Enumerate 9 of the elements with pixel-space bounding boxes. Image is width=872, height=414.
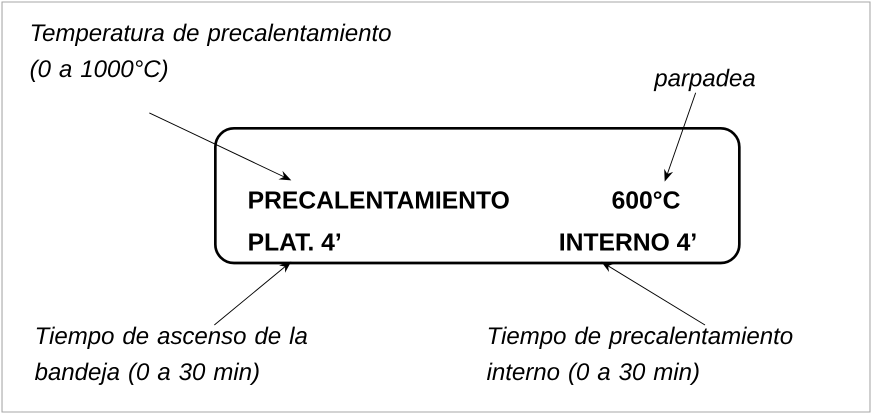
display-text: INTERNO 4’ <box>560 233 696 251</box>
callout-text: parpadea <box>654 68 755 92</box>
display-box <box>214 127 741 264</box>
display-text: 600°C <box>612 191 680 209</box>
display-text: PRECALENTAMIENTO <box>249 191 509 209</box>
callout-text: Temperatura de precalentamiento (0 a 1000°C) <box>30 24 391 82</box>
display-text: PLAT. 4’ <box>249 234 340 250</box>
callout-text: Tiempo de ascenso de la bandeja (0 a 30 min) <box>34 326 307 385</box>
callout-text: Tiempo de precalentamiento interno (0 a 30 min) <box>486 326 792 385</box>
